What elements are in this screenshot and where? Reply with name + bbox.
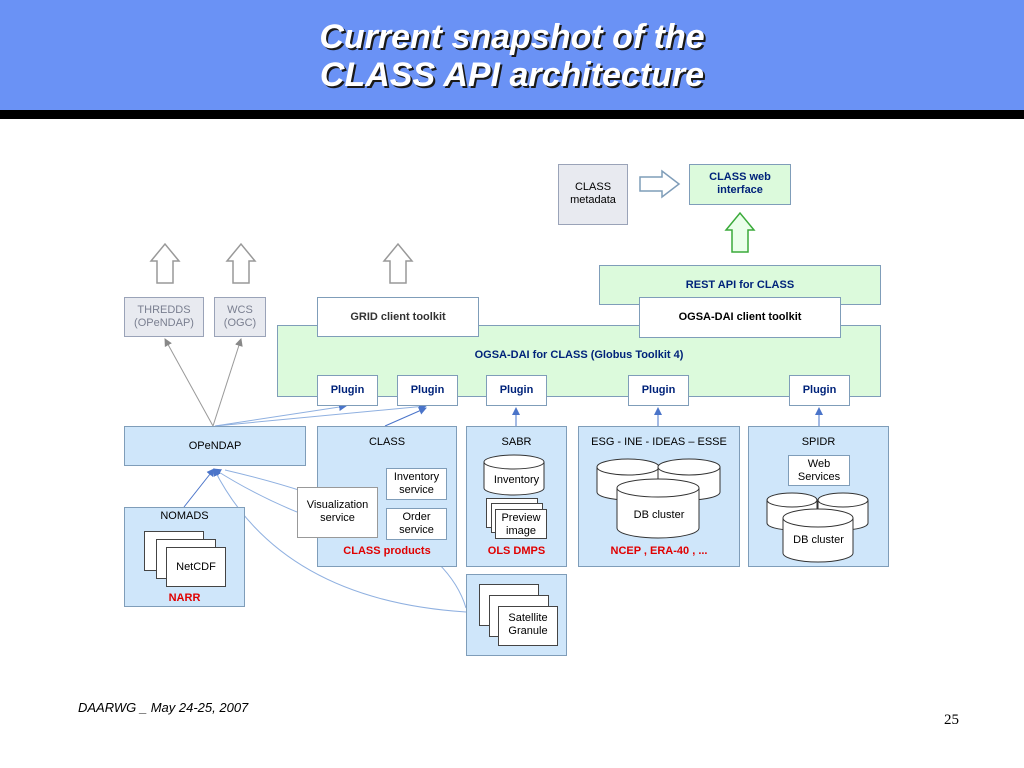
satellite-granule-box: Satellite Granule bbox=[466, 574, 567, 656]
inventory-service-label: Inventory service bbox=[393, 471, 440, 496]
order-service-box: Order service bbox=[386, 508, 447, 540]
up-arrow-grid bbox=[382, 242, 414, 284]
plugin-label: Plugin bbox=[499, 384, 534, 396]
class-web-interface-box: CLASS web interface bbox=[689, 164, 791, 205]
inventory-service-box: Inventory service bbox=[386, 468, 447, 500]
sabr-inventory-label: Inventory bbox=[493, 474, 540, 486]
netcdf-label: NetCDF bbox=[176, 561, 216, 573]
class-web-interface-label: CLASS web interface bbox=[709, 171, 771, 196]
sabr-box: SABR Inventory Preview image OLS DMPS bbox=[466, 426, 567, 567]
opendap-box: OPeNDAP bbox=[124, 426, 306, 466]
rest-api-label: REST API for CLASS bbox=[685, 279, 795, 291]
inventory-database-icon bbox=[483, 454, 545, 496]
plugin-4: Plugin bbox=[628, 375, 689, 406]
plugin-5: Plugin bbox=[789, 375, 850, 406]
plugin-label: Plugin bbox=[410, 384, 445, 396]
class-title: CLASS bbox=[368, 436, 406, 448]
header-rule bbox=[0, 110, 1024, 119]
netcdf-file: NetCDF bbox=[166, 547, 226, 587]
plugin-label: Plugin bbox=[802, 384, 837, 396]
title-line-1: Current snapshot of the bbox=[319, 18, 705, 56]
web-services-box: Web Services bbox=[788, 455, 850, 486]
class-caption: CLASS products bbox=[343, 545, 431, 557]
esg-box: ESG - INE - IDEAS – ESSE DB cluster NCEP… bbox=[578, 426, 740, 567]
ogsa-dai-title: OGSA-DAI for CLASS (Globus Toolkit 4) bbox=[474, 349, 684, 361]
page-number: 25 bbox=[944, 712, 959, 728]
plugin-3: Plugin bbox=[486, 375, 547, 406]
up-arrow-web-interface bbox=[724, 211, 756, 253]
wcs-box: WCS (OGC) bbox=[214, 297, 266, 337]
plugin-label: Plugin bbox=[330, 384, 365, 396]
class-metadata-box: CLASS metadata bbox=[558, 164, 628, 225]
db-cluster-icon bbox=[616, 478, 700, 539]
nomads-box: NOMADS NetCDF NARR bbox=[124, 507, 245, 607]
nomads-caption: NARR bbox=[168, 592, 201, 604]
order-service-label: Order service bbox=[399, 511, 434, 536]
thredds-label: THREDDS (OPeNDAP) bbox=[134, 304, 194, 329]
plugin-1: Plugin bbox=[317, 375, 378, 406]
grid-client-box: GRID client toolkit bbox=[317, 297, 479, 337]
ogsa-dai-client-label: OGSA-DAI client toolkit bbox=[678, 311, 802, 323]
title-line-2: CLASS API architecture bbox=[319, 56, 705, 94]
nomads-title: NOMADS bbox=[160, 510, 209, 522]
satellite-granule-label: Satellite Granule bbox=[508, 612, 548, 637]
class-metadata-label: CLASS metadata bbox=[570, 181, 616, 206]
web-services-label: Web Services bbox=[797, 458, 841, 483]
wcs-label: WCS (OGC) bbox=[223, 304, 257, 329]
preview-image-label: Preview image bbox=[501, 512, 541, 537]
plugin-2: Plugin bbox=[397, 375, 458, 406]
db-cluster-icon bbox=[782, 508, 854, 563]
slide-header bbox=[0, 0, 1024, 110]
ogsa-dai-client-box: OGSA-DAI client toolkit bbox=[639, 297, 841, 338]
thredds-box: THREDDS (OPeNDAP) bbox=[124, 297, 204, 337]
esg-title: ESG - INE - IDEAS – ESSE bbox=[591, 436, 727, 448]
up-arrow-wcs bbox=[225, 242, 257, 284]
plugin-label: Plugin bbox=[641, 384, 676, 396]
visualization-service-box: Visualization service bbox=[297, 487, 378, 538]
up-arrow-thredds bbox=[149, 242, 181, 284]
esg-caption: NCEP , ERA-40 , ... bbox=[610, 545, 708, 557]
footer-text: DAARWG _ May 24-25, 2007 bbox=[78, 700, 249, 715]
visualization-service-label: Visualization service bbox=[306, 499, 369, 524]
slide-title: Current snapshot of the CLASS API archit… bbox=[0, 18, 1024, 94]
preview-image-box: Preview image bbox=[495, 509, 547, 539]
satellite-granule-file: Satellite Granule bbox=[498, 606, 558, 646]
right-arrow-metadata bbox=[639, 169, 681, 199]
sabr-title: SABR bbox=[501, 436, 532, 448]
spidr-title: SPIDR bbox=[801, 436, 836, 448]
grid-client-label: GRID client toolkit bbox=[350, 311, 446, 323]
spidr-box: SPIDR Web Services DB cluster bbox=[748, 426, 889, 567]
esg-cluster-label: DB cluster bbox=[633, 509, 685, 521]
sabr-caption: OLS DMPS bbox=[487, 545, 546, 557]
spidr-cluster-label: DB cluster bbox=[793, 534, 844, 546]
opendap-label: OPeNDAP bbox=[188, 440, 242, 452]
